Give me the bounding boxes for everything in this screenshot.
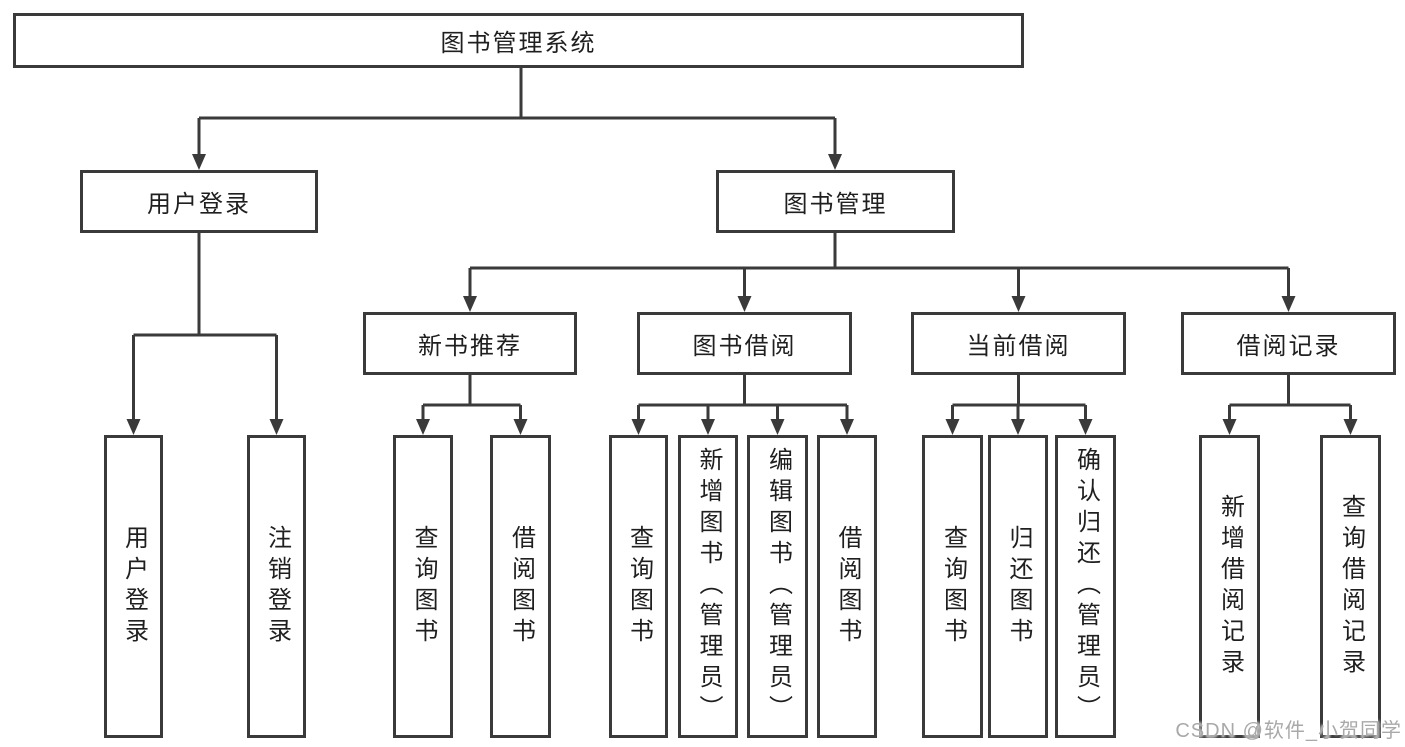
- edges-book-management: [463, 233, 1296, 312]
- edges-book-borrow: [631, 375, 854, 435]
- leaf-add-books-admin: 新增图书（管理员）: [678, 435, 738, 738]
- node-current-borrow: 当前借阅: [911, 312, 1126, 375]
- leaf-logout: 注销登录: [247, 435, 306, 738]
- node-user-login: 用户登录: [80, 170, 318, 233]
- edges-borrow-records: [1222, 375, 1358, 435]
- node-book-management: 图书管理: [716, 170, 955, 233]
- leaf-add-borrow-record: 新增借阅记录: [1199, 435, 1260, 738]
- edges-new-book-recommend: [416, 375, 528, 435]
- leaf-query-books-current: 查询图书: [922, 435, 983, 738]
- leaf-borrow-books-recommend: 借阅图书: [490, 435, 551, 738]
- leaf-query-borrow-record: 查询借阅记录: [1320, 435, 1381, 738]
- leaf-borrow-books: 借阅图书: [817, 435, 877, 738]
- edges-user-login: [126, 233, 284, 435]
- node-borrow-records: 借阅记录: [1181, 312, 1396, 375]
- node-book-borrow: 图书借阅: [637, 312, 852, 375]
- leaf-user-login: 用户登录: [104, 435, 163, 738]
- leaf-query-books-recommend: 查询图书: [393, 435, 453, 738]
- edges-root: [192, 68, 842, 170]
- leaf-edit-books-admin: 编辑图书（管理员）: [747, 435, 808, 738]
- node-root: 图书管理系统: [13, 13, 1024, 68]
- leaf-return-books: 归还图书: [988, 435, 1048, 738]
- csdn-watermark: CSDN @软件_小贺同学: [1175, 720, 1402, 742]
- leaf-query-books-borrow: 查询图书: [609, 435, 668, 738]
- leaf-confirm-return-admin: 确认归还（管理员）: [1055, 435, 1116, 738]
- node-new-book-recommend: 新书推荐: [363, 312, 577, 375]
- edges-current-borrow: [945, 375, 1093, 435]
